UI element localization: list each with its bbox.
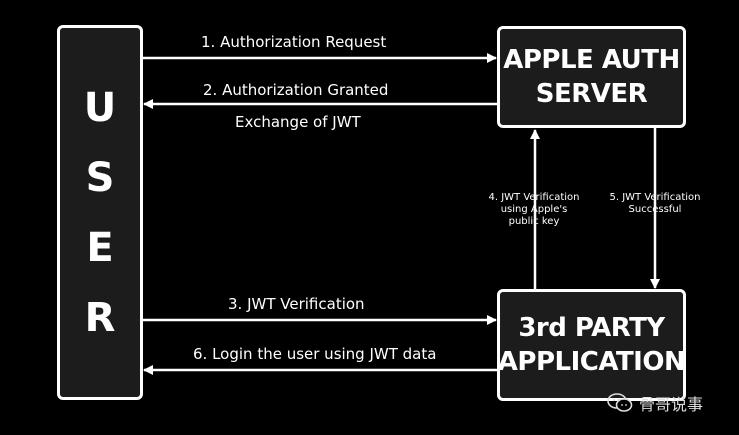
arrow-4-label-line3: public key: [508, 216, 560, 227]
user-letter-e: E: [86, 224, 114, 271]
arrow-5-label: 5. JWT Verification Successful: [602, 192, 708, 216]
wechat-bubble-icon: [607, 393, 633, 412]
apple-auth-server-box: APPLE AUTH SERVER: [497, 26, 686, 128]
user-box: U S E R: [57, 25, 143, 400]
arrow-6-label: 6. Login the user using JWT data: [193, 345, 437, 363]
arrow-3-label: 3. JWT Verification: [228, 295, 365, 313]
watermark-text: 骨哥说事: [639, 395, 704, 414]
watermark: 骨哥说事: [607, 391, 703, 415]
arrow-5-label-line2: Successful: [628, 204, 682, 215]
arrow-4-label-line2: using Apple's: [500, 204, 568, 215]
third-party-application-title: 3rd PARTY APPLICATION: [497, 311, 686, 379]
third-party-application-line1: 3rd PARTY: [518, 313, 665, 343]
arrow-5-label-line1: 5. JWT Verification: [609, 192, 701, 203]
third-party-application-box: 3rd PARTY APPLICATION: [497, 289, 686, 401]
user-letter-s: S: [85, 154, 115, 201]
apple-auth-server-line1: APPLE AUTH: [503, 45, 680, 75]
apple-auth-server-line2: SERVER: [535, 79, 648, 109]
apple-auth-server-title: APPLE AUTH SERVER: [503, 43, 680, 111]
arrow-4-label-line1: 4. JWT Verification: [488, 192, 580, 203]
user-letter-u: U: [83, 84, 117, 131]
arrow-2-label: 2. Authorization Granted: [203, 81, 389, 99]
user-letter-r: R: [84, 294, 116, 341]
arrow-1-label: 1. Authorization Request: [201, 33, 387, 51]
arrow-2-sublabel: Exchange of JWT: [235, 113, 361, 131]
third-party-application-line2: APPLICATION: [497, 347, 686, 377]
arrow-4-label: 4. JWT Verification using Apple's public…: [478, 192, 590, 228]
